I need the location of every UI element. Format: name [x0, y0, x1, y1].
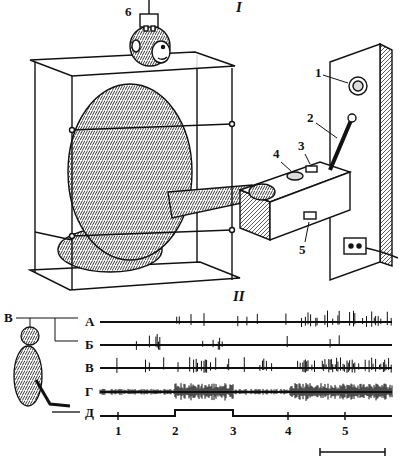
- chair-bolt: [230, 122, 235, 127]
- callout-number: 5: [298, 243, 307, 256]
- chair-bar: [35, 232, 72, 240]
- callout-number: 2: [306, 111, 315, 124]
- leader-line: [305, 222, 309, 242]
- small-table: [52, 411, 80, 412]
- monkey-hand: [249, 184, 275, 200]
- lever-knob: [348, 114, 356, 122]
- head-connector-pin: [144, 26, 148, 31]
- event-number: 3: [229, 424, 238, 437]
- chair-post: [71, 76, 72, 290]
- small-monkey-head: [21, 327, 39, 345]
- leader-line: [281, 162, 291, 171]
- electrode-wire: [16, 318, 78, 341]
- scale-bar-tick: [384, 448, 386, 456]
- spike-train: [136, 334, 339, 350]
- event-number: 2: [171, 424, 180, 437]
- part-numeral: II: [232, 289, 246, 304]
- socket-hole: [349, 244, 353, 248]
- signal-lamp-glass: [353, 81, 363, 91]
- event-tick: [344, 412, 346, 420]
- leader-line: [305, 154, 310, 164]
- monkey-face: [152, 41, 170, 63]
- shelf-window: [304, 212, 316, 219]
- monkey-ear: [132, 40, 140, 52]
- small-monkey-body: [14, 346, 42, 406]
- leader-line: [323, 75, 348, 83]
- shelf-side: [270, 172, 350, 240]
- monkey-chair-scene: [30, 0, 398, 290]
- monkey-eye: [162, 46, 165, 49]
- trace-label: Д: [84, 406, 95, 419]
- panel-socket: [344, 238, 366, 254]
- event-number: 5: [341, 424, 350, 437]
- small-monkey-arm: [36, 380, 70, 406]
- chair-bar: [72, 230, 232, 236]
- event-tick: [287, 412, 289, 420]
- scale-bar: [320, 451, 385, 453]
- trace-baseline: [100, 321, 392, 323]
- scale-bar-tick: [319, 448, 321, 456]
- lever-rod: [330, 118, 352, 170]
- trace-label: А: [84, 315, 95, 328]
- trace-baseline: [100, 344, 392, 346]
- callout-number: 6: [124, 5, 133, 18]
- signal-lamp: [349, 77, 367, 95]
- event-tick: [117, 412, 119, 420]
- trace-label: В: [84, 361, 95, 374]
- chair-bolt: [70, 234, 75, 239]
- chair-post: [34, 62, 35, 272]
- feeder-opening: [306, 166, 317, 172]
- leader-line: [316, 123, 337, 138]
- head-connector-pin: [151, 26, 155, 31]
- press-button: [287, 172, 303, 180]
- trace-label: Г: [84, 385, 94, 398]
- chair-bar: [72, 124, 232, 130]
- stimulus-marker-line: [100, 410, 392, 416]
- chair-bolt: [230, 228, 235, 233]
- recording-scheme: [14, 318, 80, 412]
- callout-number: 4: [272, 147, 281, 160]
- chair-post: [231, 68, 232, 280]
- event-number: 4: [284, 424, 293, 437]
- head-connector: [140, 14, 158, 27]
- socket-hole: [357, 244, 361, 248]
- spike-train: [100, 383, 392, 401]
- panel-cable: [366, 248, 398, 258]
- chair-bolt: [70, 128, 75, 133]
- event-number: 1: [114, 424, 123, 437]
- monkey-mouth: [158, 57, 167, 59]
- callout-number: 3: [297, 139, 306, 152]
- spike-train: [117, 357, 391, 373]
- spike-train: [177, 311, 392, 328]
- callout-number: 1: [314, 66, 323, 79]
- electrode-label: В: [3, 311, 14, 324]
- panel-side: [380, 44, 392, 266]
- monkey-head: [130, 26, 170, 66]
- trace-label: Б: [84, 338, 95, 351]
- electrode-cable: [148, 0, 149, 14]
- part-numeral: I: [235, 0, 243, 15]
- time-scale-bar: [320, 448, 385, 456]
- neural-traces: [100, 311, 392, 420]
